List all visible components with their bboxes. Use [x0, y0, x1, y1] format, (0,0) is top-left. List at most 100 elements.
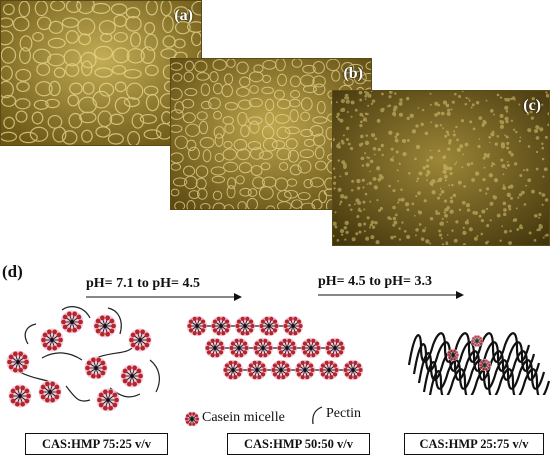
micro-texture-speck	[529, 110, 533, 114]
micro-texture-cell	[95, 126, 111, 138]
micro-texture-speck	[398, 101, 403, 106]
micro-texture-speck	[380, 143, 384, 148]
micro-texture-speck	[362, 186, 365, 189]
micro-texture-speck	[486, 240, 490, 243]
micro-texture-speck	[415, 228, 419, 232]
micro-texture-cell	[172, 73, 183, 82]
micro-texture-speck	[444, 179, 447, 182]
micro-texture-cell	[80, 51, 97, 69]
micro-texture-speck	[541, 142, 544, 146]
micro-texture-speck	[518, 139, 522, 143]
micro-texture-cell	[236, 148, 251, 161]
micro-texture-speck	[346, 111, 349, 114]
micro-texture-cell	[314, 146, 325, 160]
micro-texture-cell	[312, 116, 328, 124]
micro-texture-speck	[437, 149, 441, 153]
legend-pectin-label: Pectin	[326, 406, 361, 421]
micro-texture-cell	[1, 17, 14, 28]
micro-texture-speck	[446, 221, 448, 223]
micro-texture-speck	[356, 214, 360, 219]
micro-texture-speck	[363, 208, 366, 211]
micro-texture-speck	[462, 230, 467, 235]
micro-texture-speck	[468, 98, 470, 100]
micro-texture-cell	[286, 178, 298, 187]
micro-texture-speck	[496, 93, 500, 97]
micro-texture-cell	[226, 59, 236, 68]
micro-texture-speck	[388, 95, 392, 99]
micro-texture-cell	[237, 111, 248, 126]
micro-texture-cell	[283, 189, 298, 199]
micro-texture-speck	[456, 147, 461, 152]
micro-texture-cell	[275, 114, 290, 124]
micro-texture-cell	[48, 20, 64, 34]
micro-texture-speck	[541, 157, 545, 161]
micro-texture-cell	[111, 64, 127, 75]
micro-texture-cell	[265, 111, 275, 126]
micro-texture-cell	[200, 203, 211, 209]
micro-texture-speck	[547, 112, 549, 116]
casein-micelle	[184, 411, 200, 427]
micro-texture-speck	[362, 115, 365, 118]
micro-texture-cell	[15, 110, 28, 123]
casein-micelle	[222, 359, 244, 381]
micro-texture-cell	[237, 99, 252, 110]
micro-texture-speck	[346, 96, 350, 100]
micro-texture-speck	[350, 208, 353, 211]
micro-texture-speck	[364, 98, 367, 101]
micro-texture-speck	[496, 134, 500, 138]
micro-texture-speck	[449, 209, 454, 214]
micro-texture-speck	[452, 193, 457, 198]
micro-texture-speck	[457, 180, 462, 185]
micro-texture-speck	[394, 115, 396, 117]
micro-texture-cell	[258, 186, 274, 200]
casein-micelle	[60, 310, 84, 334]
micro-texture-speck	[544, 198, 549, 202]
casein-micelle	[446, 348, 460, 362]
micro-texture-cell	[183, 71, 194, 83]
micro-texture-speck	[466, 208, 471, 212]
micro-texture-speck	[374, 137, 378, 141]
micro-texture-speck	[360, 134, 364, 139]
micro-texture-speck	[506, 141, 510, 146]
micro-texture-speck	[396, 169, 399, 172]
micro-texture-cell	[109, 113, 124, 125]
micro-texture-speck	[394, 92, 397, 95]
micro-texture-cell	[223, 204, 235, 209]
pectin-strand	[107, 307, 122, 335]
micro-texture-cell	[94, 67, 113, 78]
micro-texture-speck	[366, 156, 369, 159]
micro-texture-speck	[372, 177, 377, 181]
micro-texture-cell	[248, 97, 263, 108]
micro-texture-cell	[277, 73, 287, 87]
micro-texture-cell	[188, 146, 200, 161]
micro-texture-cell	[186, 139, 197, 152]
micro-texture-cell	[174, 101, 185, 114]
micro-texture-cell	[297, 192, 311, 201]
micro-texture-speck	[350, 189, 354, 192]
micro-texture-speck	[392, 223, 396, 227]
micro-texture-speck	[443, 174, 448, 179]
micro-texture-speck	[401, 138, 407, 144]
micro-texture-speck	[398, 112, 403, 117]
micro-texture-cell	[184, 60, 195, 72]
micro-texture-cell	[312, 75, 326, 88]
micro-texture-speck	[545, 91, 548, 94]
micro-texture-speck	[443, 211, 446, 214]
micro-texture-speck	[364, 192, 368, 196]
micro-texture-speck	[408, 171, 411, 175]
micro-texture-speck	[488, 135, 492, 139]
micro-texture-speck	[444, 134, 448, 138]
micro-texture-speck	[515, 207, 518, 210]
casein-micelle	[342, 359, 364, 381]
micro-texture-speck	[416, 177, 420, 180]
micro-texture-speck	[356, 186, 361, 190]
micro-texture-cell	[195, 165, 209, 178]
micro-texture-speck	[333, 234, 335, 238]
micro-texture-speck	[446, 111, 451, 116]
micro-texture-speck	[502, 186, 507, 190]
micro-texture-speck	[368, 226, 371, 229]
micro-texture-cell	[140, 46, 156, 65]
micro-texture-speck	[405, 96, 410, 101]
panel-label-b: (b)	[343, 65, 363, 82]
micro-texture-cell	[65, 1, 82, 13]
